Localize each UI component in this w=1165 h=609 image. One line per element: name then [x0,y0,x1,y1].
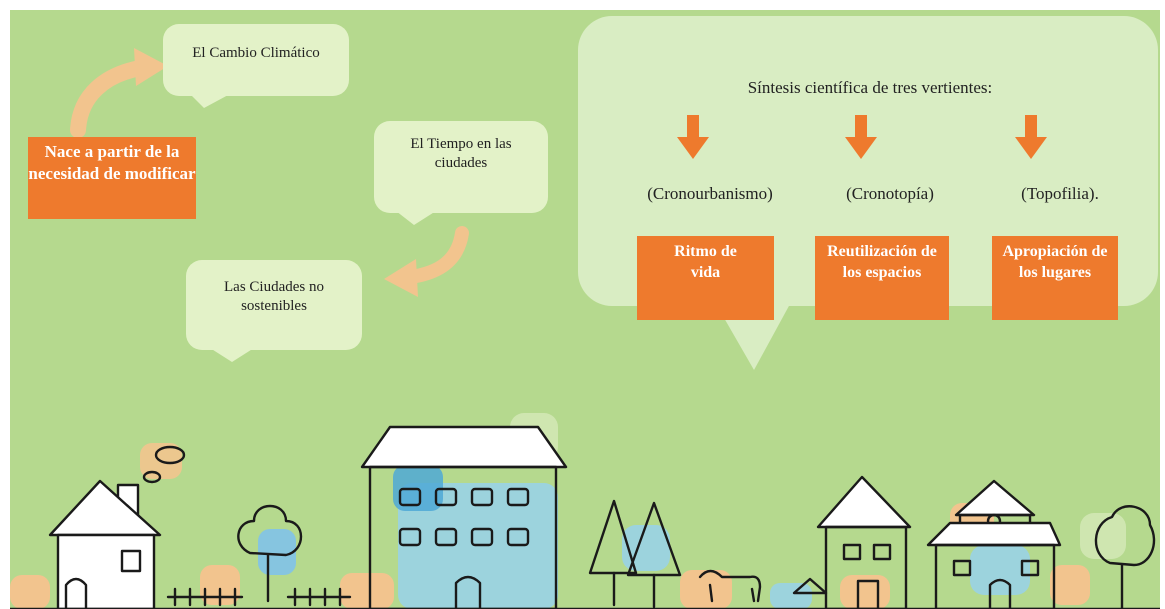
term-topofilia: (Topofilia). [1021,184,1099,203]
term-cronourbanismo: (Cronourbanismo) [647,184,773,203]
origin-box-text: Nace a partir de la necesidad de modific… [28,142,196,184]
cities-bubble-tail [210,348,254,362]
down-arrow-icon [845,115,877,159]
curved-arrow-up-icon [70,48,168,138]
concept-text-reutilizacion: Reutilización de los espacios [827,243,937,281]
concept-box-ritmo: Ritmo de vida [637,236,774,320]
cities-bubble: Las Ciudades no sostenibles [186,260,362,350]
concept-text-apropiacion: Apropiación de los lugares [1002,243,1108,281]
down-arrow-icon [1015,115,1047,159]
curved-arrow-down-icon [384,226,469,297]
down-arrow-icon [677,115,709,159]
cities-bubble-text: Las Ciudades no sostenibles [224,279,324,314]
term-cronotopia: (Cronotopía) [846,184,934,203]
time-bubble-tail [396,211,436,225]
town-illustration [10,413,1160,609]
climate-bubble-text: El Cambio Climático [192,45,320,61]
concept-text-ritmo: Ritmo de vida [674,243,737,281]
concept-box-apropiacion: Apropiación de los lugares [992,236,1118,320]
time-bubble-text: El Tiempo en las ciudades [410,136,512,171]
climate-bubble: El Cambio Climático [163,24,349,96]
climate-bubble-tail [190,94,230,108]
origin-box: Nace a partir de la necesidad de modific… [28,137,196,219]
concept-box-reutilizacion: Reutilización de los espacios [815,236,949,320]
time-bubble: El Tiempo en las ciudades [374,121,548,213]
synthesis-heading: Síntesis científica de tres vertientes: [747,78,993,97]
synthesis-bubble-tail [716,304,790,370]
